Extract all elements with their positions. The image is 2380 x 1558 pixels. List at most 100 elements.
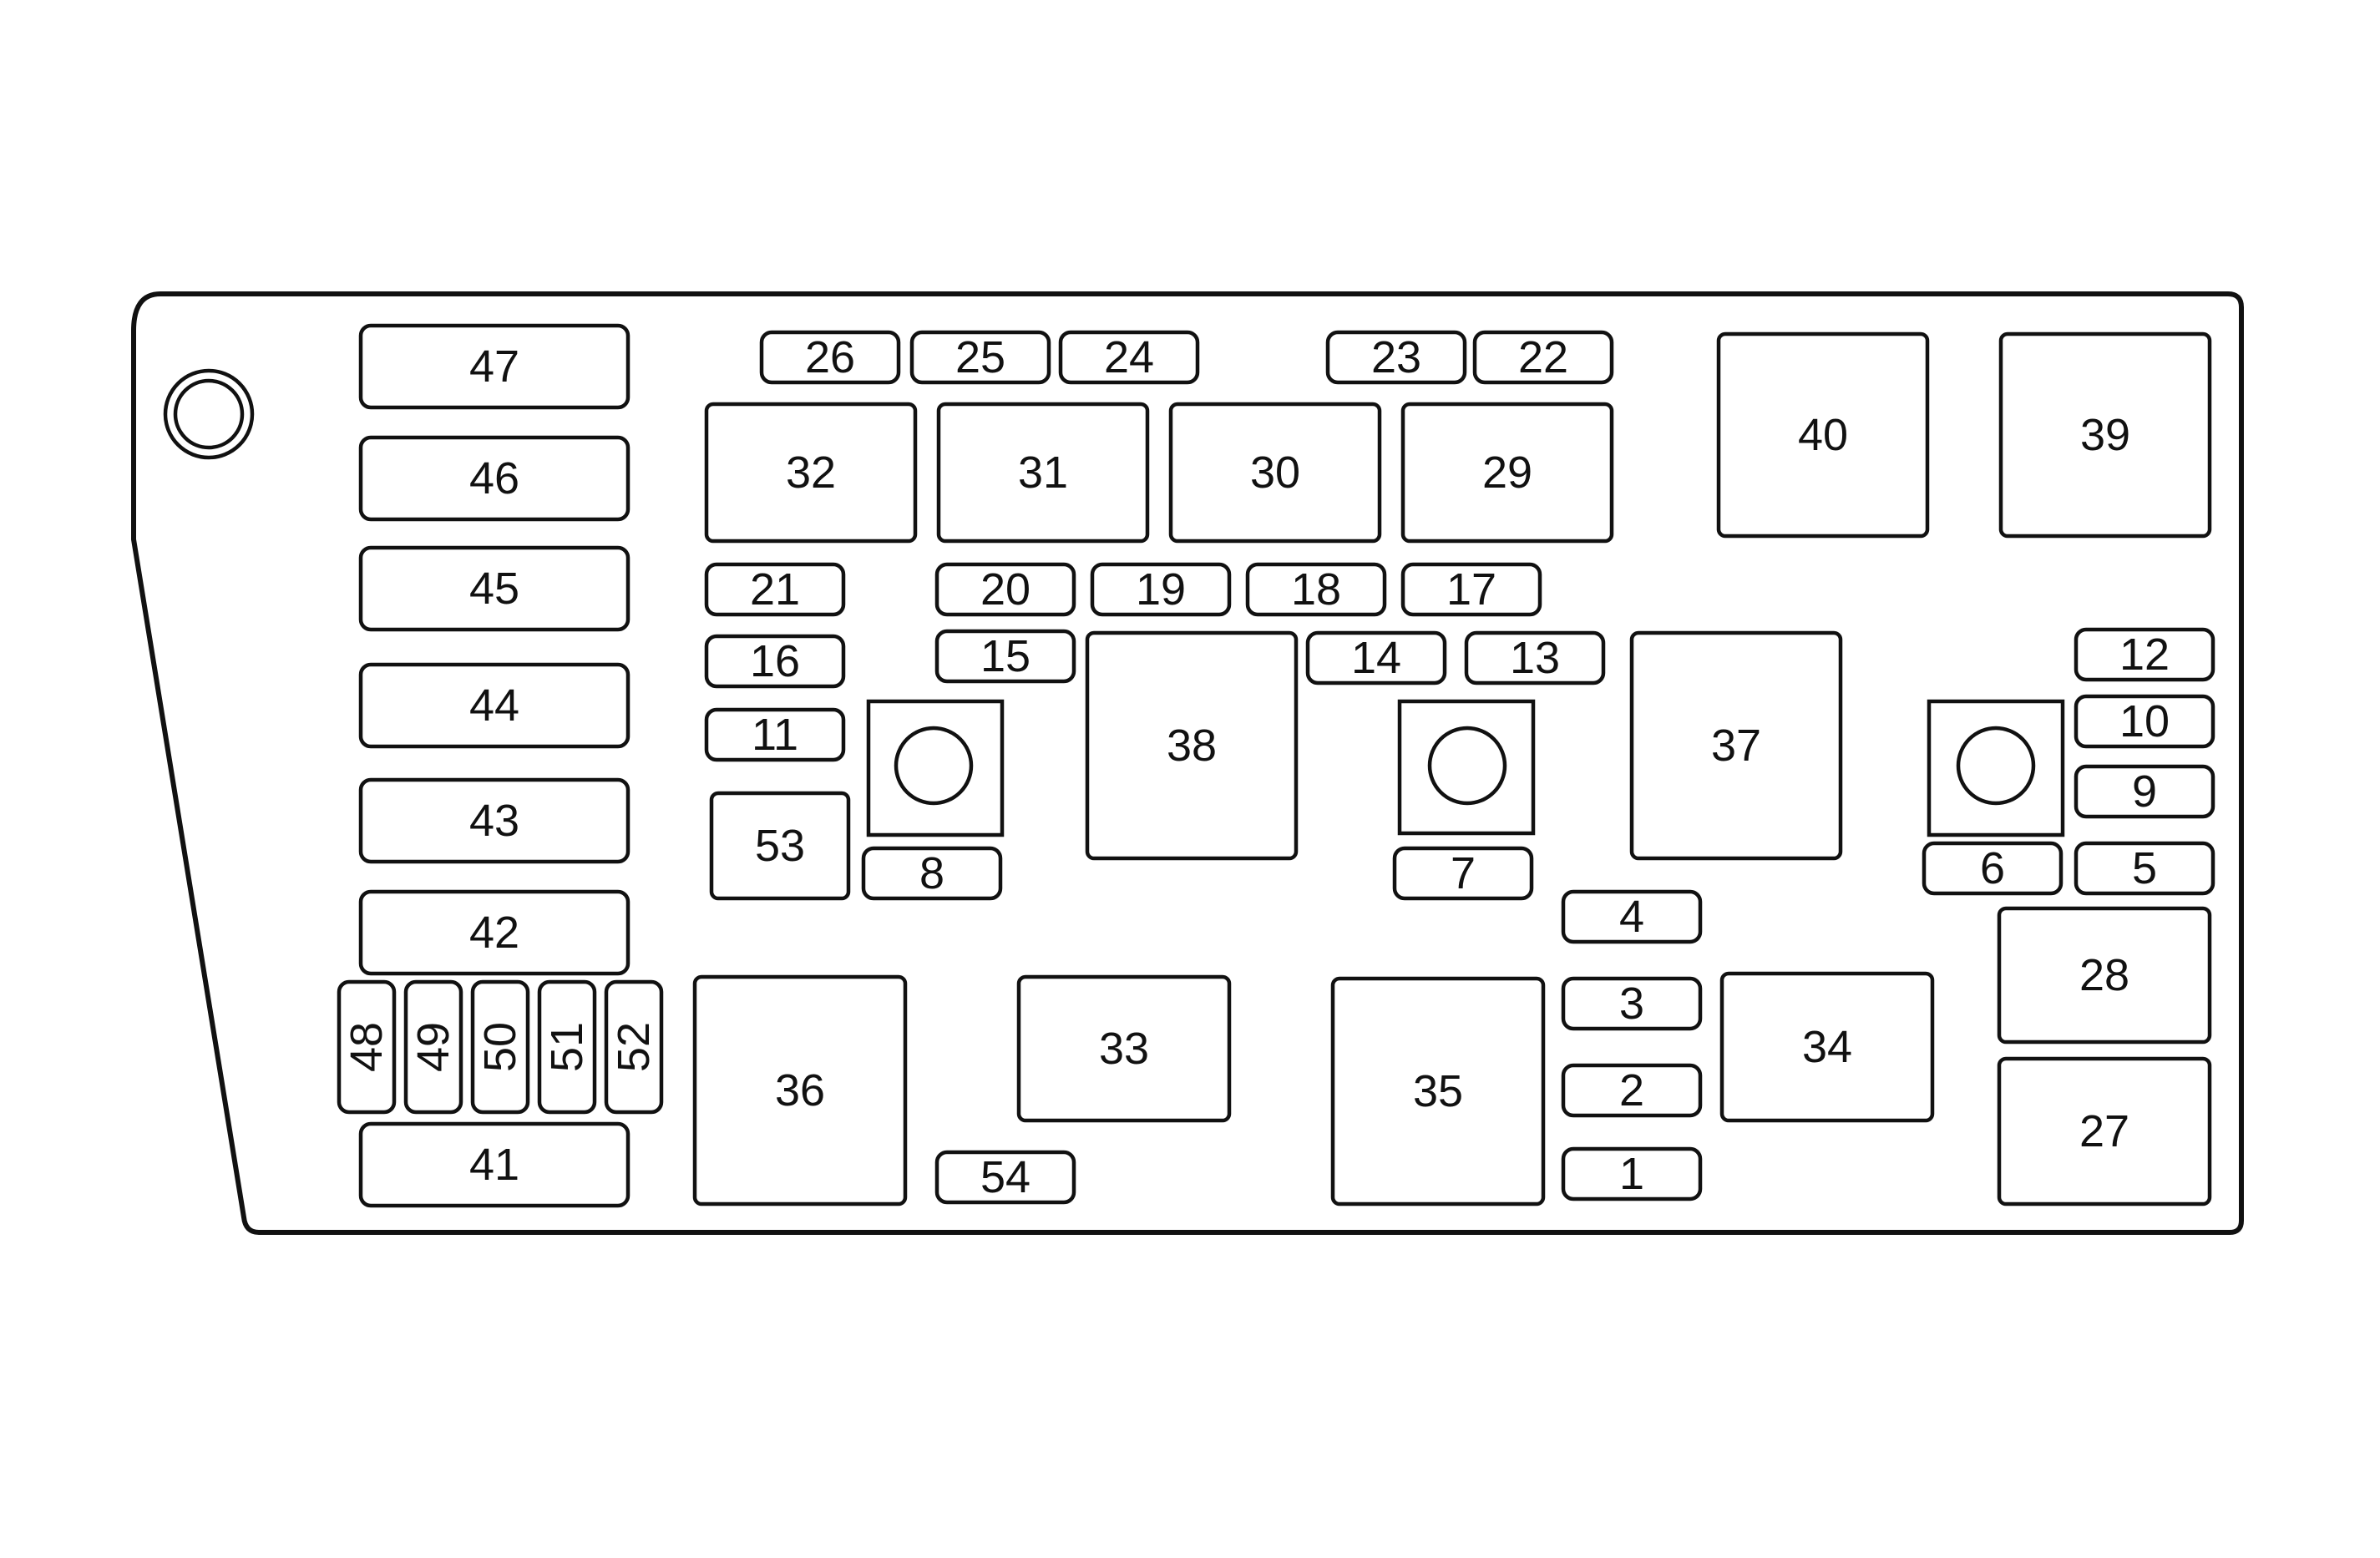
fuse-26: 26 [759,330,901,385]
relay-28: 28 [1997,906,2212,1045]
fuse-48: 48 [337,979,397,1115]
relay-31: 31 [936,402,1150,544]
fuse-box-25 [909,330,1051,385]
fuse-box-52 [604,979,664,1115]
cavity-label-48: 48 [342,1022,392,1072]
fuse-15: 15 [934,629,1076,684]
cavity-label-23: 23 [1371,332,1421,382]
fuse-box-7 [1392,846,1534,901]
fuse-box-51 [537,979,597,1115]
fuse-13: 13 [1464,630,1606,685]
cavity-label-32: 32 [786,448,836,498]
relay-36: 36 [692,974,908,1206]
relay-box-53 [709,791,851,901]
relay-33: 33 [1016,974,1232,1123]
fuse-11: 11 [704,707,846,762]
cavity-label-44: 44 [469,680,519,731]
cavity-label-13: 13 [1510,633,1560,683]
fuse-6: 6 [1922,841,2064,896]
fuse-box-44 [358,662,630,749]
cavity-label-34: 34 [1802,1022,1852,1072]
relay-53: 53 [709,791,851,901]
cavity-label-1: 1 [1619,1149,1644,1199]
fuse-box-3 [1561,976,1703,1031]
cavity-label-43: 43 [469,796,519,846]
cavity-label-25: 25 [955,332,1005,382]
fuse-4: 4 [1561,889,1703,944]
cavity-label-47: 47 [469,341,519,392]
cavity-label-33: 33 [1099,1024,1149,1074]
fuse-23: 23 [1325,330,1467,385]
cavity-label-4: 4 [1619,892,1644,942]
relay-box-36 [692,974,908,1206]
cavity-label-10: 10 [2119,696,2170,746]
cavity-label-30: 30 [1250,448,1300,498]
fuse-box-21 [704,562,846,617]
stud-post-circle [894,726,974,806]
fuse-box-45 [358,545,630,632]
cavity-label-6: 6 [1980,843,2005,893]
cavity-label-20: 20 [980,564,1030,615]
cavity-label-14: 14 [1351,633,1401,683]
stud-post-frame [866,699,1005,837]
relay-box-40 [1716,331,1930,539]
relay-box-27 [1997,1056,2212,1206]
relay-box-37 [1629,630,1843,861]
fuse-51: 51 [537,979,597,1115]
mounting-hole-outer [163,368,255,460]
fuse-box-18 [1245,562,1387,617]
cavity-label-24: 24 [1104,332,1154,382]
fuse-box-47 [358,323,630,410]
fuse-box-6 [1922,841,2064,896]
fuse-45: 45 [358,545,630,632]
relay-29: 29 [1400,402,1614,544]
fuse-14: 14 [1305,630,1447,685]
fuse-box-19 [1090,562,1232,617]
cavity-label-12: 12 [2119,630,2170,680]
relay-37: 37 [1629,630,1843,861]
fuse-box-1 [1561,1146,1703,1201]
fuse-box-4 [1561,889,1703,944]
cavity-label-16: 16 [750,636,800,686]
fuse-box-16 [704,634,846,689]
cavity-label-29: 29 [1482,448,1532,498]
cavity-label-51: 51 [542,1022,592,1072]
cavity-label-2: 2 [1619,1065,1644,1115]
relay-box-32 [704,402,918,544]
relay-34: 34 [1719,971,1935,1123]
fuse-box-42 [358,889,630,976]
relay-30: 30 [1168,402,1382,544]
fuse-43: 43 [358,777,630,864]
fuse-box-11 [704,707,846,762]
fuse-7: 7 [1392,846,1534,901]
fuse-16: 16 [704,634,846,689]
fuse-box-41 [358,1121,630,1208]
fuse-19: 19 [1090,562,1232,617]
fuse-box-23 [1325,330,1467,385]
stud-post [866,699,1005,837]
fuse-1: 1 [1561,1146,1703,1201]
stud-post-circle [1956,726,2036,806]
fuse-box-20 [934,562,1076,617]
fuse-25: 25 [909,330,1051,385]
fuse-box-26 [759,330,901,385]
fuse-46: 46 [358,435,630,522]
relay-box-31 [936,402,1150,544]
fuse-box-2 [1561,1063,1703,1118]
relay-box-28 [1997,906,2212,1045]
fuse-12: 12 [2074,627,2215,682]
cavity-label-49: 49 [408,1022,458,1072]
relay-box-35 [1330,976,1546,1206]
fuse-box-50 [470,979,530,1115]
relay-box-30 [1168,402,1382,544]
fuse-box-8 [861,846,1003,901]
cavity-label-17: 17 [1446,564,1496,615]
cavity-label-8: 8 [919,848,944,898]
fuse-9: 9 [2074,764,2215,819]
cavity-label-38: 38 [1167,721,1217,771]
relay-box-34 [1719,971,1935,1123]
fuse-box-48 [337,979,397,1115]
fuse-box-10 [2074,694,2215,749]
fuse-54: 54 [934,1150,1076,1205]
